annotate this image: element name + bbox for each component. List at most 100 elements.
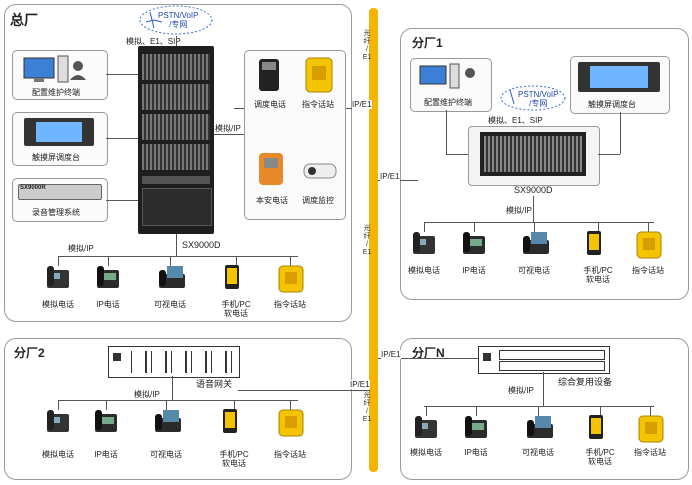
video-phone-icon: [153, 408, 183, 439]
hq-phone-label: IP电话: [96, 300, 120, 309]
branch1-phone-label: 模拟电话: [408, 266, 440, 275]
b2-phone-bus: [58, 400, 298, 401]
hq-rack: [138, 46, 214, 234]
b1-phone-trunk: [533, 196, 534, 222]
bN-mux-label: 综合复用设备: [558, 377, 613, 387]
ip-phone-icon: [463, 414, 489, 445]
hq-phone-bus: [58, 256, 298, 257]
analog-phone-icon: [411, 230, 437, 261]
branchN-phone-label: 模拟电话: [410, 448, 442, 457]
bN-bus-link: [378, 358, 478, 359]
video-phone-icon: [525, 414, 555, 445]
b1-switch: [480, 132, 586, 176]
hq-link-recorder: [106, 200, 138, 201]
branch1-phone-label: 指令话站: [632, 266, 664, 275]
branchN-phone-stub: [426, 406, 427, 416]
hq-switch-name: SX9000D: [182, 240, 221, 250]
branchN-title: 分厂N: [412, 346, 445, 360]
analog-phone-icon: [45, 264, 71, 295]
b1-link-config: [446, 110, 447, 154]
branch2-phone-label: 指令话站: [274, 450, 306, 459]
ipe1-label-2: IP/E1: [380, 172, 400, 181]
branch1-phone-stub: [424, 222, 425, 232]
b1-modip: 模拟/IP: [506, 206, 532, 215]
branchN-phone-stub: [538, 406, 539, 416]
dispatch-phone-label: 调度电话: [254, 100, 286, 109]
command-station-icon: [277, 408, 305, 443]
dispatch-phone-icon: [259, 59, 279, 91]
hq-title: 总厂: [10, 12, 38, 28]
branch2-phone-label: 模拟电话: [42, 450, 74, 459]
branch2-phone-stub: [106, 400, 107, 410]
video-phone-icon: [521, 230, 551, 261]
bN-modip: 模拟/IP: [508, 386, 534, 395]
hq-cloud-link: [176, 36, 177, 48]
hq-phone-trunk: [176, 234, 177, 256]
b2-bus-link: [238, 390, 370, 391]
b1-phone-bus: [424, 222, 654, 223]
hq-cloud-label: PSTN/VoIP /专网: [158, 11, 199, 29]
bN-phone-bus: [424, 406, 654, 407]
hq-phone-stub: [290, 256, 291, 266]
branchN-phone-label: 指令话站: [634, 448, 666, 457]
command-station-icon: [635, 230, 663, 265]
bN-mux: [478, 346, 610, 374]
branch2-phone-stub: [234, 400, 235, 410]
hq-phone-stub: [58, 256, 59, 266]
branchN-phone-label: 可视电话: [522, 448, 554, 457]
command-station-icon: [277, 264, 305, 299]
b1-touch-screen-icon: [578, 62, 660, 92]
hq-phone-label: 可视电话: [154, 300, 186, 309]
camera-icon: [303, 163, 337, 179]
b2-gateway: [108, 346, 240, 378]
hq-phone-label: 指令话站: [274, 300, 306, 309]
hq-phone-stub: [170, 256, 171, 266]
branch2-phone-stub: [290, 400, 291, 410]
branch2-title: 分厂2: [14, 346, 45, 360]
hq-modip-right: 模拟/IP: [215, 124, 241, 133]
ipe1-label-3: IP/E1: [350, 380, 370, 389]
hq-link-right: [214, 134, 244, 135]
b2-gateway-label: 语音网关: [196, 379, 233, 389]
b2-modip: 模拟/IP: [134, 390, 160, 399]
branch2-phone-label: IP电话: [94, 450, 118, 459]
hq-phone-stub: [236, 256, 237, 266]
video-phone-icon: [157, 264, 187, 295]
hq-link-console: [106, 138, 138, 139]
ipe1-label-4: IP/E1: [381, 350, 401, 359]
b1-link-console-h: [598, 154, 620, 155]
hq-config-label: 配置维护终端: [32, 88, 80, 97]
ip-phone-icon: [461, 230, 487, 261]
command-station-icon: [305, 57, 333, 93]
safe-phone-icon: [259, 153, 283, 185]
hq-recorder-label: 录音管理系统: [32, 208, 80, 217]
branch1-phone-label: 手机/PC 软电话: [583, 266, 613, 284]
analog-phone-icon: [45, 408, 71, 439]
fiber-label-mid: 光 纤 / E1: [362, 225, 372, 256]
command-station-icon: [637, 414, 665, 449]
branch1-phone-label: IP电话: [462, 266, 486, 275]
hq-link-config: [106, 74, 138, 75]
hq-modip-bottom: 模拟/IP: [68, 244, 94, 253]
hq-console-label: 触摸屏调度台: [32, 153, 80, 162]
ip-phone-icon: [93, 408, 119, 439]
monitor-label: 调度监控: [302, 196, 334, 205]
b1-cloud-label: PSTN/VoIP /专网: [518, 90, 559, 108]
b1-computer-icon: [419, 63, 475, 89]
branch2-phone-stub: [58, 400, 59, 410]
softphone-icon: [585, 230, 603, 261]
b1-cloud-icon: [500, 85, 566, 111]
safe-phone-label: 本安电话: [256, 196, 288, 205]
softphone-icon: [587, 414, 605, 445]
fiber-label-top: 光 纤 / E1: [362, 30, 372, 61]
softphone-icon: [223, 264, 241, 295]
branchN-phone-stub: [600, 406, 601, 416]
recorder-device: [18, 184, 102, 200]
hq-phone-label: 模拟电话: [42, 300, 74, 309]
recorder-brand: SX9000R: [20, 185, 46, 191]
analog-phone-icon: [413, 414, 439, 445]
fiber-bus: [369, 8, 378, 472]
branch1-phone-stub: [474, 222, 475, 232]
softphone-icon: [221, 408, 239, 439]
branchN-phone-label: IP电话: [464, 448, 488, 457]
